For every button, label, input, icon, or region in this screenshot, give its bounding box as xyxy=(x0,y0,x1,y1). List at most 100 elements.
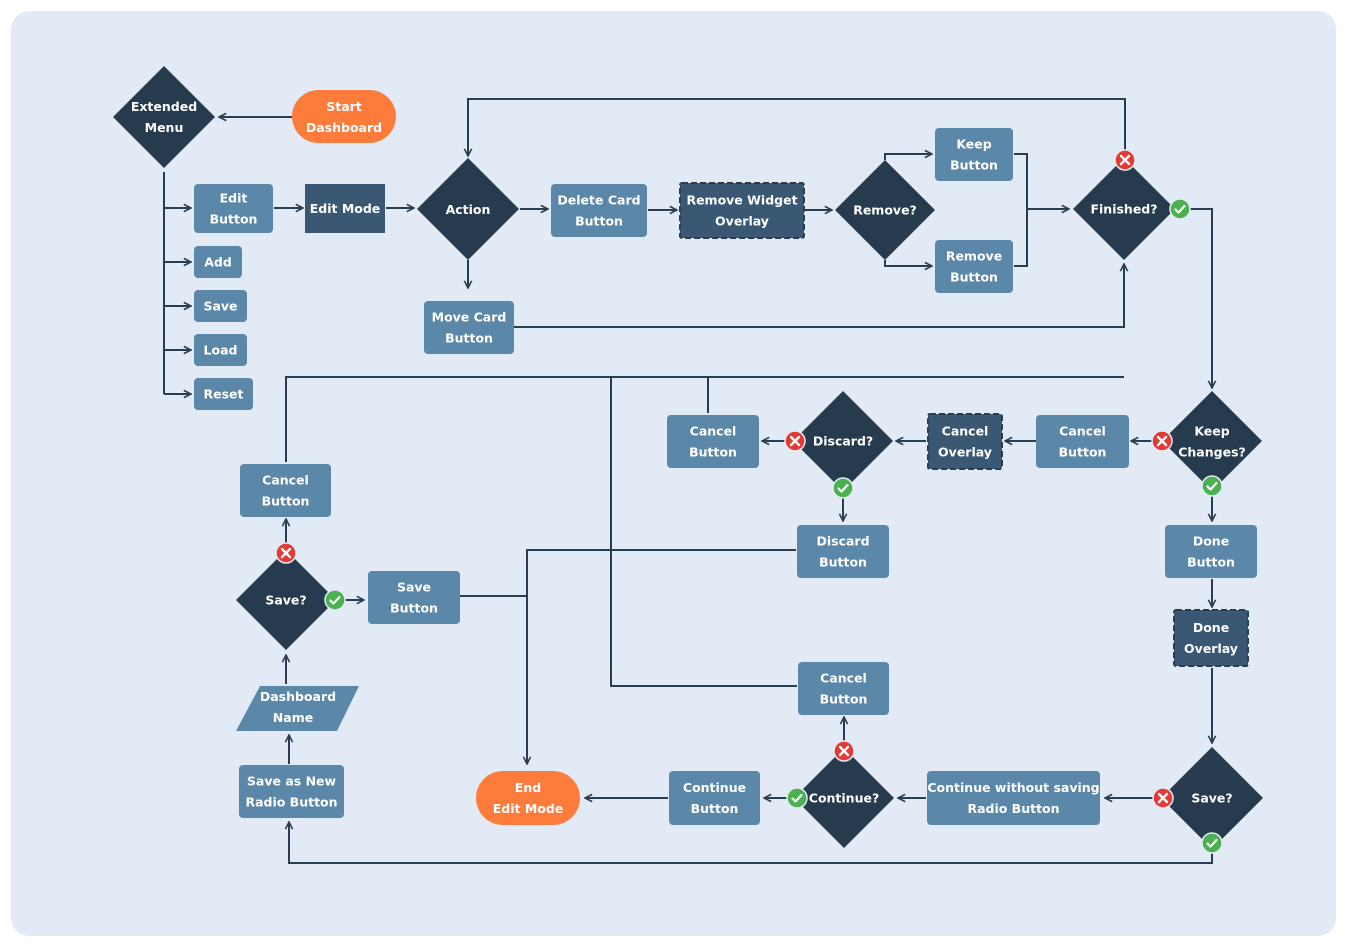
svg-text:Move Card: Move Card xyxy=(432,310,507,325)
node-discard-decision[interactable]: Discard? xyxy=(793,391,893,491)
svg-text:Remove?: Remove? xyxy=(853,203,917,218)
node-continue-button[interactable]: Continue Button xyxy=(669,771,760,825)
svg-text:Save: Save xyxy=(397,580,431,595)
node-edit-button[interactable]: Edit Button xyxy=(194,184,273,233)
edge-movecard-to-finished xyxy=(514,264,1124,328)
node-save-decision-right[interactable]: Save? xyxy=(1161,747,1263,849)
nodes: Start Dashboard Extended Menu Edit Butto… xyxy=(113,66,1263,849)
node-edit-mode[interactable]: Edit Mode xyxy=(305,184,385,233)
node-keep-changes-decision[interactable]: Keep Changes? xyxy=(1162,391,1262,491)
yes-badge-icon xyxy=(1169,198,1191,220)
svg-text:Done: Done xyxy=(1193,534,1229,549)
svg-text:Discard?: Discard? xyxy=(813,434,873,449)
svg-text:Finished?: Finished? xyxy=(1090,202,1157,217)
svg-text:Start: Start xyxy=(326,99,362,114)
svg-text:End: End xyxy=(515,780,541,795)
svg-text:Save?: Save? xyxy=(1191,791,1232,806)
node-end-edit-mode[interactable]: End Edit Mode xyxy=(476,771,580,825)
node-done-overlay[interactable]: Done Overlay xyxy=(1173,609,1249,667)
svg-text:Discard: Discard xyxy=(816,534,869,549)
svg-text:Delete Card: Delete Card xyxy=(557,193,640,208)
edge-remove-to-removebtn xyxy=(884,260,932,266)
svg-text:Name: Name xyxy=(273,710,313,725)
svg-text:Button: Button xyxy=(1059,445,1107,460)
edge-return-to-finished xyxy=(285,376,1124,462)
node-cancel-overlay[interactable]: Cancel Overlay xyxy=(927,413,1003,470)
yes-badge-icon xyxy=(786,787,808,809)
no-badge-icon xyxy=(1151,430,1173,452)
svg-text:Menu: Menu xyxy=(145,120,184,135)
edges xyxy=(163,98,1213,864)
node-save-decision-left[interactable]: Save? xyxy=(236,550,336,650)
svg-text:Continue?: Continue? xyxy=(809,791,879,806)
no-badge-icon xyxy=(1152,787,1174,809)
node-extended-menu[interactable]: Extended Menu xyxy=(113,66,215,168)
svg-text:Extended: Extended xyxy=(131,99,197,114)
node-remove-widget-overlay[interactable]: Remove Widget Overlay xyxy=(679,182,805,239)
node-cancel-button-1[interactable]: Cancel Button xyxy=(1036,415,1129,468)
node-cancel-button-3[interactable]: Cancel Button xyxy=(798,662,889,715)
svg-text:Button: Button xyxy=(691,801,739,816)
node-remove-button[interactable]: Remove Button xyxy=(935,240,1013,293)
node-continue-decision[interactable]: Continue? xyxy=(794,748,894,848)
node-add[interactable]: Add xyxy=(194,246,242,278)
node-reset[interactable]: Reset xyxy=(194,378,253,410)
node-move-card-button[interactable]: Move Card Button xyxy=(424,301,514,354)
svg-text:Cancel: Cancel xyxy=(1059,424,1106,439)
svg-text:Keep: Keep xyxy=(956,137,991,152)
svg-text:Edit Mode: Edit Mode xyxy=(310,201,381,216)
node-delete-card-button[interactable]: Delete Card Button xyxy=(551,184,647,237)
svg-text:Save as New: Save as New xyxy=(247,774,337,789)
svg-text:Button: Button xyxy=(210,212,258,227)
edge-cancel3-to-return xyxy=(610,377,797,687)
edge-discardbtn-to-end xyxy=(527,549,796,764)
node-dashboard-name[interactable]: Dashboard Name xyxy=(236,686,359,731)
svg-text:Remove Widget: Remove Widget xyxy=(686,193,797,208)
node-load[interactable]: Load xyxy=(194,334,247,366)
edge-save-to-saveasnew xyxy=(289,822,1213,864)
edge-remove-to-keep xyxy=(884,154,932,160)
node-keep-button[interactable]: Keep Button xyxy=(935,128,1013,181)
node-remove-decision[interactable]: Remove? xyxy=(835,160,935,260)
svg-text:Edit: Edit xyxy=(220,191,248,206)
edge-finished-loop-back xyxy=(468,98,1126,160)
no-badge-icon xyxy=(275,542,297,564)
badges xyxy=(275,149,1223,854)
node-cancel-button-2[interactable]: Cancel Button xyxy=(667,415,759,468)
no-badge-icon xyxy=(833,740,855,762)
svg-text:Radio Button: Radio Button xyxy=(967,801,1059,816)
svg-text:Changes?: Changes? xyxy=(1178,445,1246,460)
svg-text:Save: Save xyxy=(203,299,237,314)
svg-text:Keep: Keep xyxy=(1194,424,1229,439)
svg-text:Add: Add xyxy=(204,255,232,270)
svg-text:Button: Button xyxy=(445,331,493,346)
flowchart: Start Dashboard Extended Menu Edit Butto… xyxy=(113,66,1263,864)
node-cancel-button-4[interactable]: Cancel Button xyxy=(240,464,331,517)
node-save-button[interactable]: Save Button xyxy=(368,571,460,624)
node-start-dashboard[interactable]: Start Dashboard xyxy=(292,90,396,143)
node-discard-button[interactable]: Discard Button xyxy=(797,525,889,578)
svg-text:Remove: Remove xyxy=(946,249,1002,264)
svg-text:Button: Button xyxy=(262,494,310,509)
node-continue-without-saving[interactable]: Continue without saving Radio Button xyxy=(927,771,1100,825)
svg-text:Edit Mode: Edit Mode xyxy=(493,801,564,816)
svg-text:Cancel: Cancel xyxy=(262,473,309,488)
svg-text:Done: Done xyxy=(1193,620,1229,635)
svg-text:Cancel: Cancel xyxy=(942,424,989,439)
yes-badge-icon xyxy=(1201,832,1223,854)
node-save-menu[interactable]: Save xyxy=(194,290,247,322)
svg-text:Button: Button xyxy=(820,692,868,707)
yes-badge-icon xyxy=(832,477,854,499)
svg-text:Button: Button xyxy=(1187,555,1235,570)
node-finished-decision[interactable]: Finished? xyxy=(1073,158,1175,260)
svg-text:Button: Button xyxy=(689,445,737,460)
svg-text:Overlay: Overlay xyxy=(1184,641,1238,656)
node-action[interactable]: Action xyxy=(417,158,519,260)
no-badge-icon xyxy=(1114,149,1136,171)
node-save-as-new-radio[interactable]: Save as New Radio Button xyxy=(239,765,344,818)
svg-text:Cancel: Cancel xyxy=(820,671,867,686)
svg-text:Overlay: Overlay xyxy=(715,214,769,229)
diagram-canvas: Start Dashboard Extended Menu Edit Butto… xyxy=(11,11,1336,936)
svg-text:Radio Button: Radio Button xyxy=(245,795,337,810)
node-done-button[interactable]: Done Button xyxy=(1165,525,1257,578)
